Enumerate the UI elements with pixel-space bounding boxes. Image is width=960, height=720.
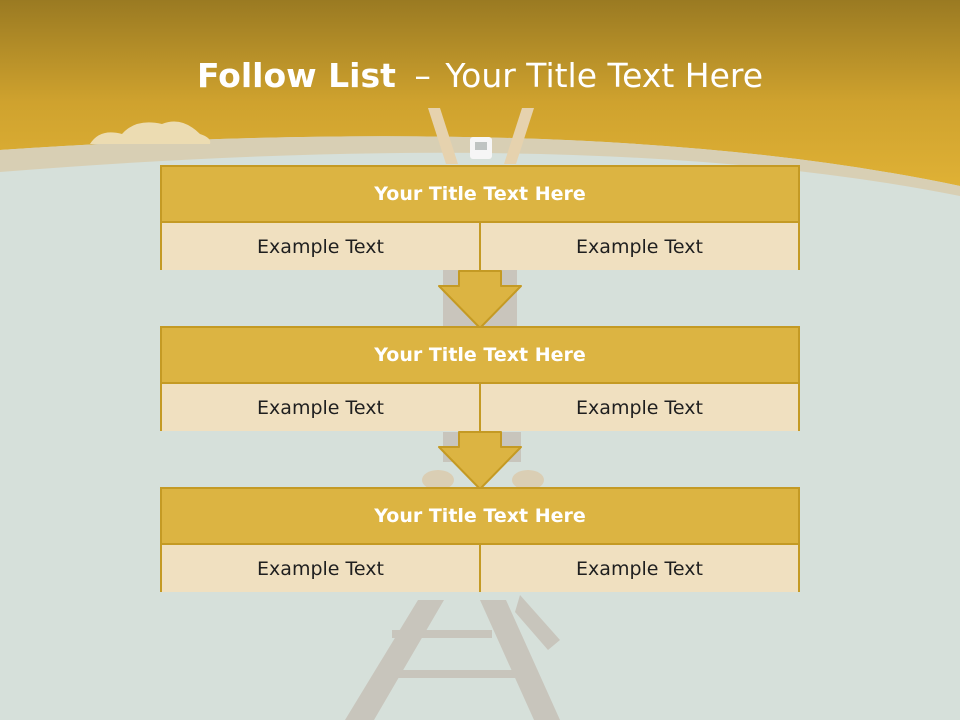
step-row: Example Text Example Text — [162, 545, 798, 592]
step-box-1: Your Title Text Here Example Text Exampl… — [160, 165, 800, 270]
step-cell-left: Example Text — [162, 384, 479, 431]
step-row: Example Text Example Text — [162, 384, 798, 431]
page-title: Follow List – Your Title Text Here — [0, 52, 960, 100]
step-row: Example Text Example Text — [162, 223, 798, 270]
down-arrow-icon — [438, 431, 522, 490]
step-cell-right: Example Text — [479, 384, 798, 431]
step-box-2: Your Title Text Here Example Text Exampl… — [160, 326, 800, 431]
title-separator: – — [414, 56, 431, 95]
step-box-3: Your Title Text Here Example Text Exampl… — [160, 487, 800, 592]
step-cell-right: Example Text — [479, 223, 798, 270]
step-cell-left: Example Text — [162, 223, 479, 270]
title-bold-part: Follow List — [196, 56, 396, 95]
title-rest-part: Your Title Text Here — [445, 56, 764, 95]
down-arrow-icon — [438, 270, 522, 329]
step-title: Your Title Text Here — [162, 167, 798, 223]
step-cell-right: Example Text — [479, 545, 798, 592]
step-title: Your Title Text Here — [162, 489, 798, 545]
step-cell-left: Example Text — [162, 545, 479, 592]
cloud-shape — [90, 121, 211, 144]
step-title: Your Title Text Here — [162, 328, 798, 384]
